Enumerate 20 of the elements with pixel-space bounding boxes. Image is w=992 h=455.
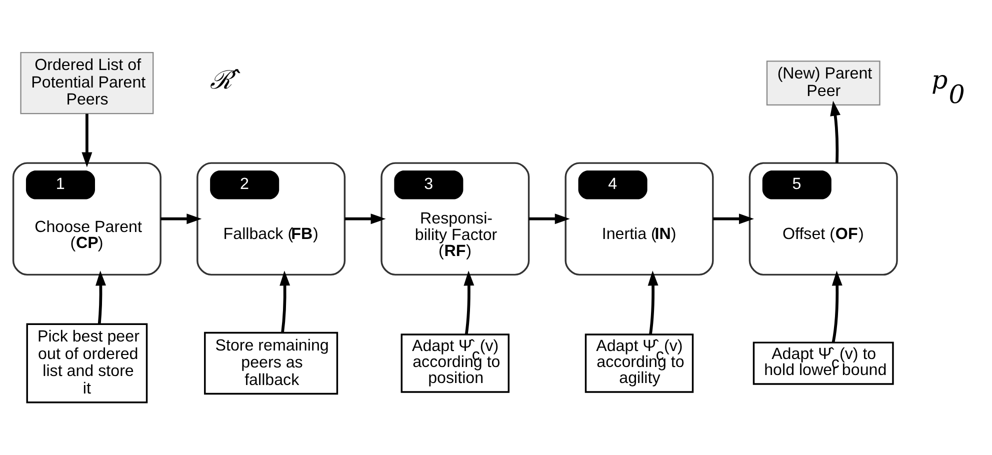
arrow: [830, 100, 840, 164]
node-box: Store remaining peers as fallback: [204, 332, 338, 395]
node-box: 3 Responsi- bility Factor (RF): [380, 162, 530, 276]
node-box: Pick best peer out of ordered list and store it: [26, 323, 148, 404]
node-box: 5 Offset (OF): [748, 162, 898, 276]
arrow: [344, 214, 386, 224]
arrow: [82, 114, 92, 168]
arrow: [832, 270, 842, 343]
arrow: [464, 270, 474, 335]
arrow: [712, 214, 754, 224]
arrow: [648, 270, 658, 334]
arrow: [280, 270, 290, 333]
node-box: 1 Choose Parent (CP): [12, 162, 162, 276]
node-box: 4 Inertia (IN): [564, 162, 714, 276]
node-box: 2 Fallback (FB): [196, 162, 346, 276]
arrow: [160, 214, 202, 224]
arrow: [96, 270, 106, 324]
arrow: [528, 214, 570, 224]
node-box: (New) Parent Peer: [766, 60, 880, 106]
node-box: Ordered List of Potential Parent Peers: [20, 52, 154, 114]
